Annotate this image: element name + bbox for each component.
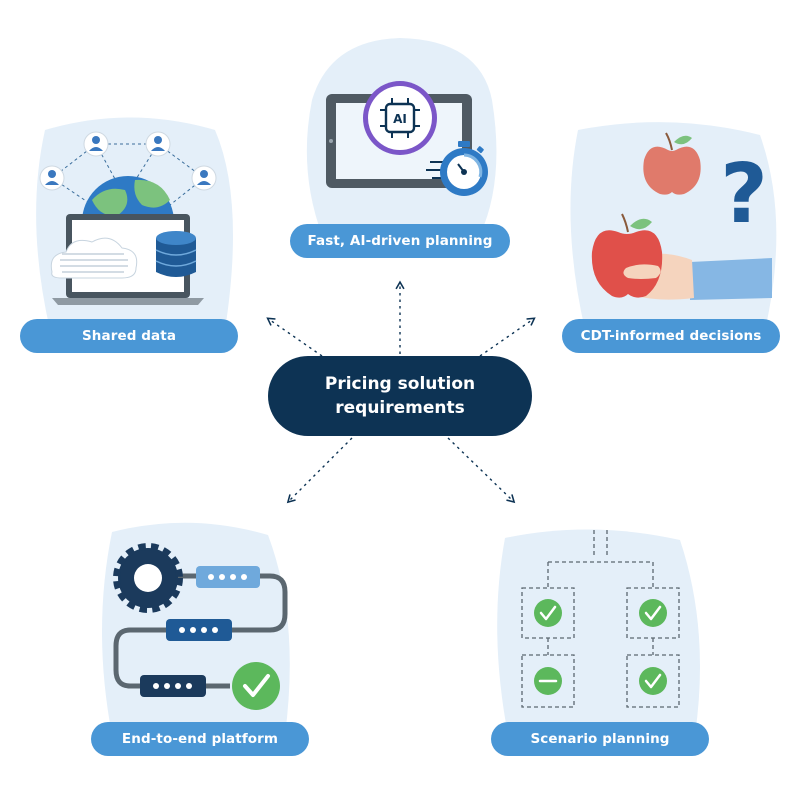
question-mark-icon: ?	[720, 147, 768, 242]
connector-arrows	[266, 280, 536, 504]
user-icon	[145, 131, 171, 157]
stopwatch-icon	[426, 141, 488, 196]
central-node-line2: requirements	[335, 398, 465, 418]
user-icon	[39, 165, 65, 191]
connector-box	[196, 566, 260, 588]
fast-ai-planning-label: Fast, AI-driven planning	[290, 224, 510, 258]
minus-icon	[534, 667, 562, 695]
central-node: Pricing solution requirements	[268, 356, 532, 436]
check-icon	[534, 599, 562, 627]
gear-icon	[113, 543, 183, 613]
check-icon	[639, 667, 667, 695]
arrow-to-end-to-end	[286, 437, 353, 504]
check-icon	[639, 599, 667, 627]
user-icon	[191, 165, 217, 191]
scenario-illustration	[521, 530, 680, 708]
shared-data-illustration	[39, 131, 217, 305]
arrow-to-shared-data	[266, 317, 323, 357]
end-to-end-illustration	[113, 543, 288, 710]
user-icon	[83, 131, 109, 157]
cdt-illustration: ?	[591, 132, 772, 300]
arrow-to-scenario	[447, 437, 516, 504]
central-node-line1: Pricing solution	[324, 374, 476, 394]
arrow-to-cdt	[479, 317, 536, 357]
apple-icon	[591, 230, 663, 298]
cdt-decisions-label: CDT-informed decisions	[562, 319, 780, 353]
connector-box	[140, 675, 206, 697]
end-to-end-platform-label: End-to-end platform	[91, 722, 309, 756]
shared-data-label: Shared data	[20, 319, 238, 353]
ai-chip-label: AI	[393, 112, 407, 126]
scenario-blob	[497, 529, 700, 735]
fast-ai-illustration: AI	[326, 81, 488, 196]
connector-box	[166, 619, 232, 641]
apple-icon	[643, 146, 701, 195]
scenario-planning-label: Scenario planning	[491, 722, 709, 756]
check-icon	[232, 662, 280, 710]
